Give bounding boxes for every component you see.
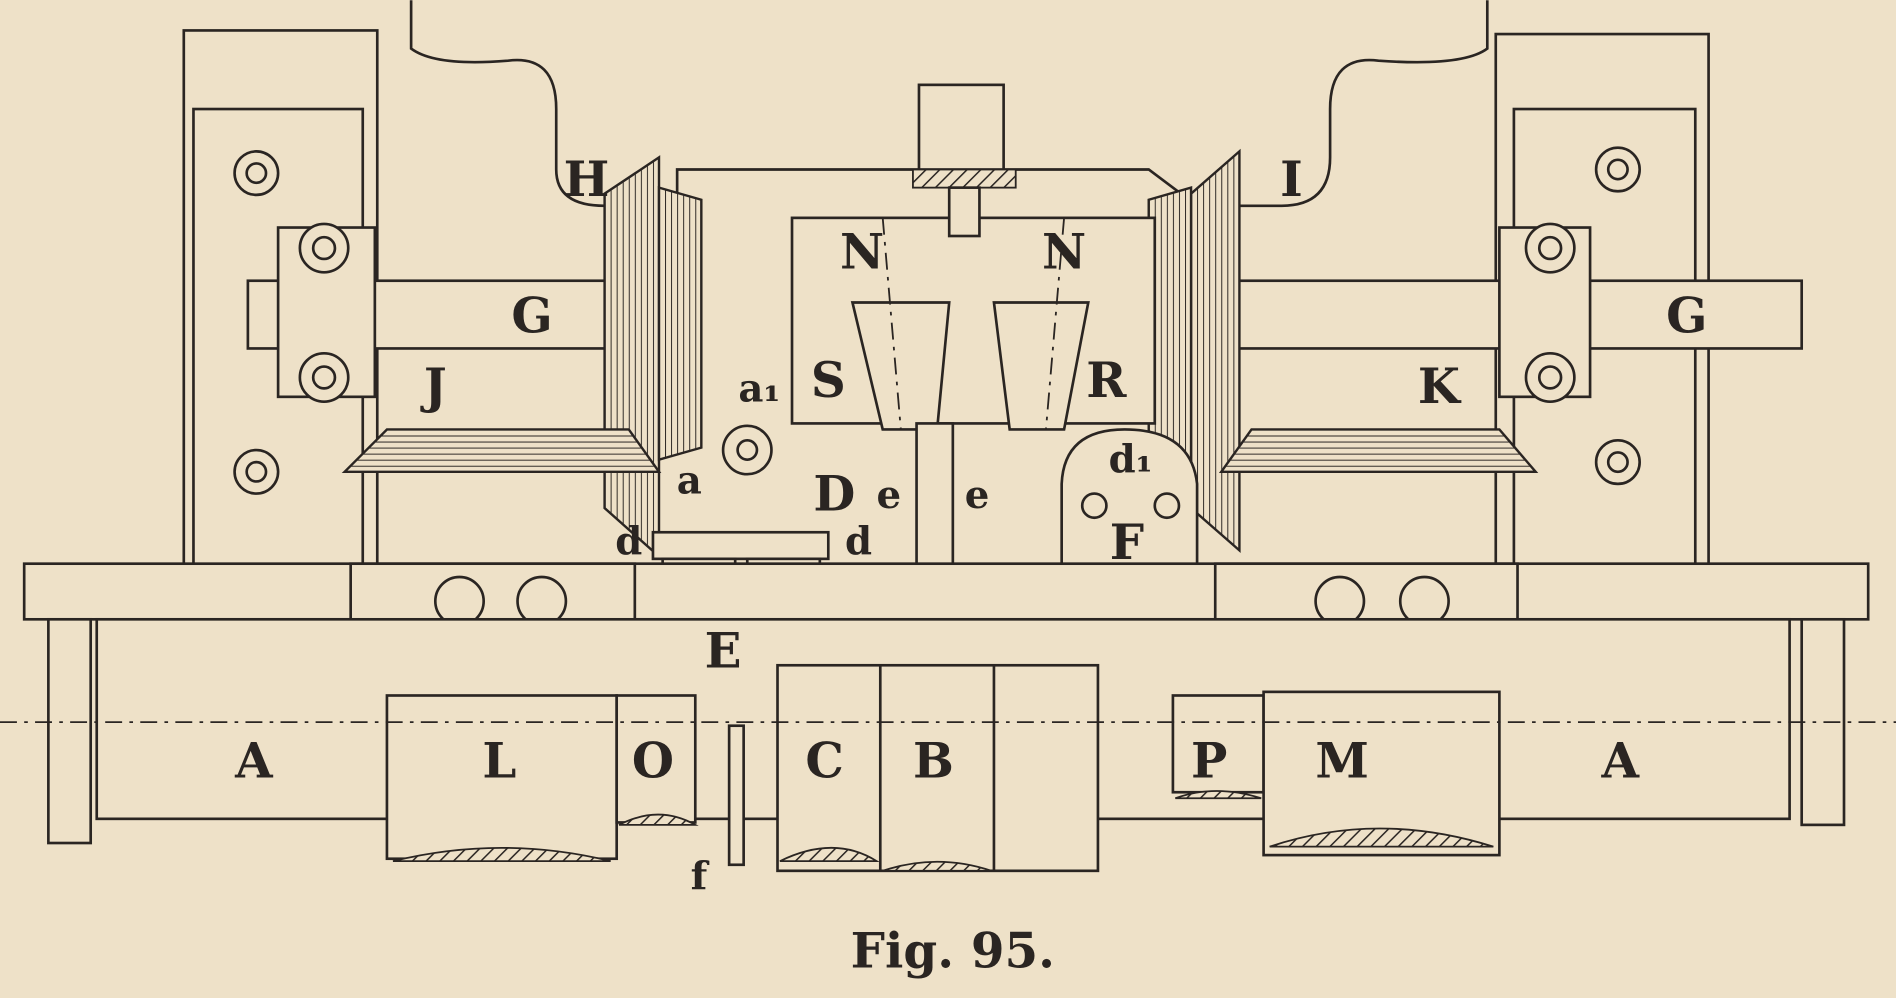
cam-f <box>1060 428 1199 570</box>
label-a-right: A <box>1601 734 1641 790</box>
label-n-right: N <box>1042 225 1086 281</box>
label-p: P <box>1191 734 1227 790</box>
label-f-upper: F <box>1110 515 1144 571</box>
label-d-left: d <box>615 519 642 564</box>
label-d-upper: D <box>813 466 855 522</box>
label-k: K <box>1418 359 1462 415</box>
label-c: C <box>805 734 844 790</box>
label-j: J <box>420 359 447 415</box>
label-m: M <box>1315 734 1369 790</box>
upper-housing <box>409 0 1489 208</box>
label-n-left: N <box>840 225 884 281</box>
roller-a <box>721 424 773 476</box>
bevel-gear-k <box>1218 428 1539 474</box>
bevel-gear-j <box>341 428 662 474</box>
roller-cb <box>776 663 1100 873</box>
label-e-upper: E <box>705 624 742 680</box>
center-housing <box>790 216 1157 425</box>
label-g-left: G <box>511 289 552 345</box>
label-h: H <box>564 152 610 208</box>
label-b: B <box>913 734 954 790</box>
figure-caption: Fig. 95. <box>851 924 1055 980</box>
pin-f <box>727 724 745 867</box>
label-l: L <box>482 734 516 790</box>
label-a: a <box>677 459 702 504</box>
label-a-left: A <box>234 734 274 790</box>
label-a1: a₁ <box>738 367 780 412</box>
label-r: R <box>1086 353 1127 409</box>
label-g-right: G <box>1666 289 1707 345</box>
label-s: S <box>811 353 846 409</box>
roller-o <box>615 694 697 824</box>
label-e-left: e <box>876 473 901 518</box>
slide-d <box>651 530 830 561</box>
label-o: O <box>632 734 674 790</box>
hex-nuts <box>233 146 1641 495</box>
top-nut <box>917 83 1005 171</box>
bevel-gear-h <box>603 155 661 560</box>
main-beam <box>22 562 1870 621</box>
part-labels: H I G G N N S R J K a₁ a D e e d₁ F d d … <box>234 152 1707 899</box>
label-d1: d₁ <box>1109 437 1153 482</box>
label-i: I <box>1280 152 1303 208</box>
label-e-right: e <box>965 473 990 518</box>
label-f-lower: f <box>691 854 710 899</box>
label-d-right: d <box>845 519 872 564</box>
